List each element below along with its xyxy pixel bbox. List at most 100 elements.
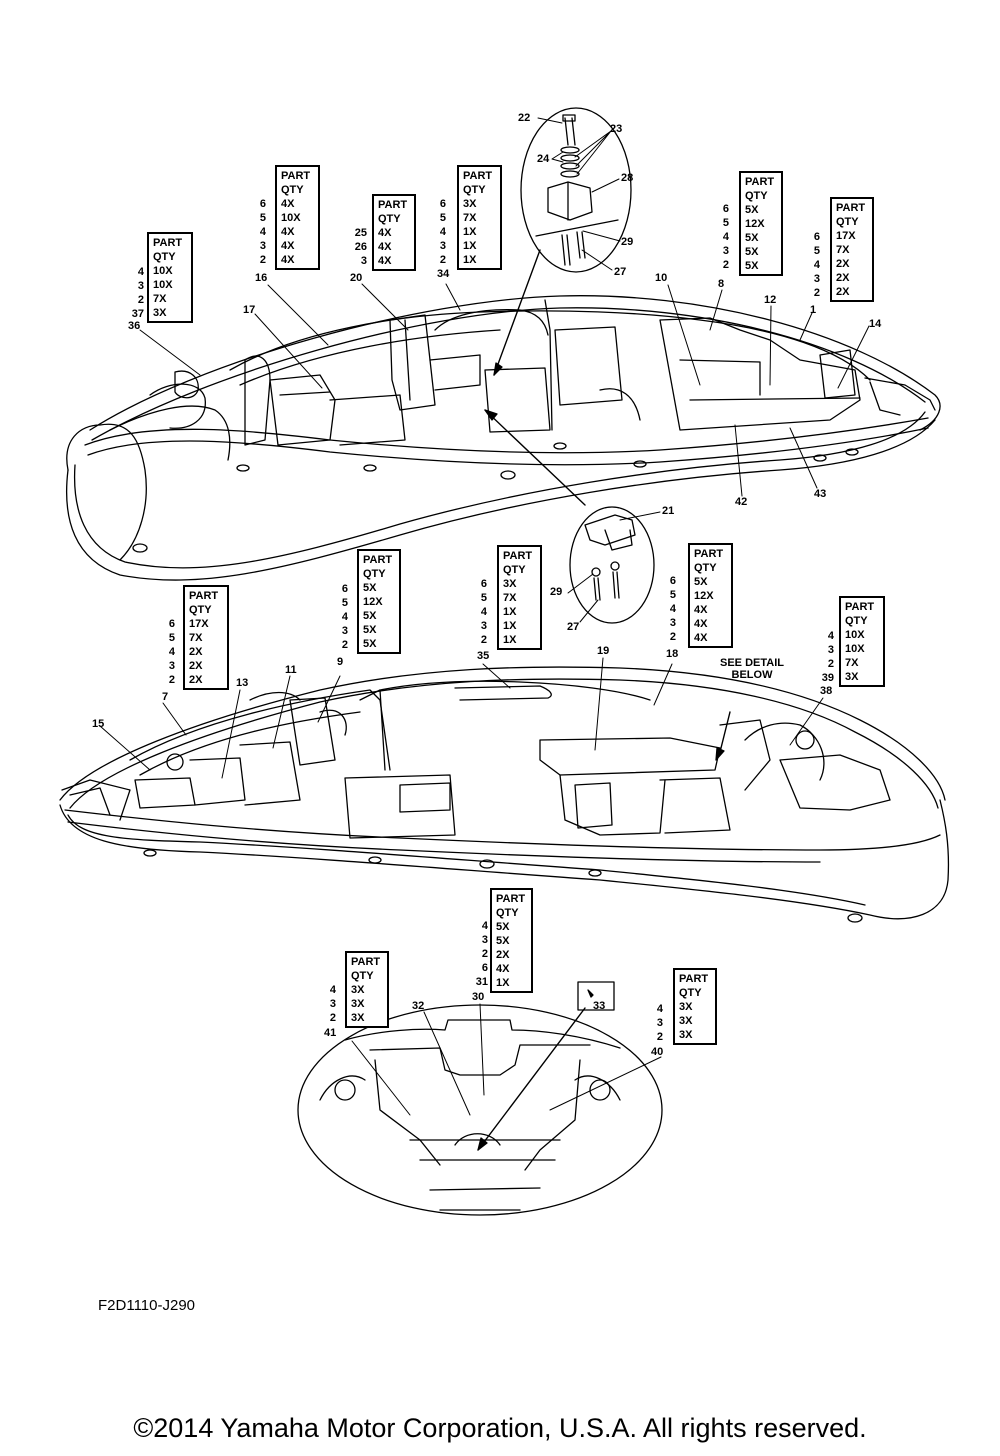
part-number: 5: [480, 592, 487, 604]
part-list-30: 4 3 2 6 31: [466, 919, 488, 989]
qty-table-35: PART QTY 3X 7X 1X 1X 1X: [497, 545, 542, 650]
part-number: 4: [329, 984, 336, 996]
callout-34: 34: [437, 268, 450, 280]
part-number: 2: [669, 631, 676, 643]
qty-header: QTY: [351, 970, 374, 982]
cleat-detail-drawing: [493, 107, 632, 376]
callout-1: 1: [810, 304, 817, 316]
lower-deck-drawing: [59, 666, 950, 923]
qty-value: 2X: [189, 646, 203, 658]
callout-29: 29: [621, 236, 634, 248]
callout-21: 21: [662, 505, 675, 517]
qty-value: 7X: [503, 592, 517, 604]
callout-36: 36: [128, 320, 141, 332]
qty-header: QTY: [496, 907, 519, 919]
drawing-code: F2D1110-J290: [98, 1297, 196, 1314]
qty-value: 4X: [281, 254, 295, 266]
part-header: PART: [745, 176, 775, 188]
callout-43: 43: [814, 488, 827, 500]
qty-value: 2X: [836, 286, 850, 298]
callout-13: 13: [236, 677, 249, 689]
qty-header: QTY: [378, 213, 401, 225]
qty-value: 3X: [503, 578, 517, 590]
part-number: 6: [669, 575, 676, 587]
qty-table-40: PART QTY 3X 3X 3X: [673, 968, 717, 1045]
qty-value: 5X: [745, 260, 759, 272]
part-number: 3: [439, 240, 446, 252]
part-list-8: 6 5 4 3 2: [709, 202, 729, 272]
part-number: 2: [137, 294, 144, 306]
qty-value: 1X: [463, 240, 477, 252]
see-detail-line-2: BELOW: [731, 669, 773, 681]
qty-value: 10X: [153, 265, 173, 277]
part-number: 5: [669, 589, 676, 601]
qty-table-30: PART QTY 5X 5X 2X 4X 1X: [490, 888, 533, 993]
qty-value: 7X: [153, 293, 167, 305]
qty-value: 4X: [378, 241, 392, 253]
qty-value: 7X: [463, 212, 477, 224]
qty-value: 3X: [679, 1001, 693, 1013]
callout-23: 23: [610, 123, 623, 135]
part-number: 3: [722, 245, 729, 257]
qty-table-38: PART QTY 10X 10X 7X 3X: [839, 596, 885, 687]
qty-value: 5X: [363, 582, 377, 594]
callout-14: 14: [869, 318, 882, 330]
part-header: PART: [463, 170, 493, 182]
callout-16: 16: [255, 272, 268, 284]
callout-7: 7: [162, 691, 169, 703]
callout-20: 20: [350, 272, 363, 284]
part-number: 6: [168, 618, 175, 630]
qty-value: 4X: [281, 198, 295, 210]
part-number: 26: [354, 241, 367, 253]
part-list-20: 25 26 3: [347, 226, 367, 268]
part-number: 6: [341, 583, 348, 595]
qty-value: 3X: [463, 198, 477, 210]
part-number: 5: [722, 217, 729, 229]
qty-value: 4X: [694, 632, 708, 644]
part-number: 3: [669, 617, 676, 629]
part-number: 2: [168, 674, 175, 686]
part-number: 6: [480, 578, 487, 590]
qty-value: 5X: [363, 610, 377, 622]
qty-value: 5X: [363, 638, 377, 650]
part-list-9: 6 5 4 3 2: [328, 582, 348, 652]
part-number: 6: [722, 203, 729, 215]
part-number: 2: [439, 254, 446, 266]
qty-value: 5X: [694, 576, 708, 588]
qty-value: 4X: [694, 618, 708, 630]
part-header: PART: [496, 893, 526, 905]
qty-value: 1X: [503, 634, 517, 646]
qty-value: 2X: [189, 660, 203, 672]
qty-value: 5X: [745, 204, 759, 216]
part-number: 4: [656, 1003, 663, 1015]
part-header: PART: [153, 237, 183, 249]
qty-value: 3X: [153, 307, 167, 319]
qty-value: 2X: [189, 674, 203, 686]
see-detail-note: SEE DETAIL BELOW: [712, 657, 792, 681]
part-header: PART: [351, 956, 381, 968]
callout-12: 12: [764, 294, 777, 306]
callout-38: 38: [820, 685, 833, 697]
part-header: PART: [845, 601, 875, 613]
callout-19: 19: [597, 645, 610, 657]
qty-value: 5X: [745, 246, 759, 258]
qty-value: 5X: [745, 232, 759, 244]
part-number: 6: [439, 198, 446, 210]
qty-value: 7X: [189, 632, 203, 644]
part-number: 3: [481, 934, 488, 946]
part-header: PART: [189, 590, 219, 602]
qty-value: 12X: [363, 596, 383, 608]
qty-table-8: PART QTY 5X 12X 5X 5X 5X: [739, 171, 783, 276]
part-number: 3: [360, 255, 367, 267]
see-detail-line-1: SEE DETAIL: [720, 657, 784, 669]
part-number: 5: [813, 245, 820, 257]
part-number: 5: [439, 212, 446, 224]
qty-header: QTY: [363, 568, 386, 580]
callout-8: 8: [718, 278, 725, 290]
qty-value: 12X: [745, 218, 765, 230]
part-number: 4: [481, 920, 488, 932]
callout-29-mid: 29: [550, 586, 563, 598]
part-number: 3: [137, 280, 144, 292]
qty-value: 1X: [503, 620, 517, 632]
